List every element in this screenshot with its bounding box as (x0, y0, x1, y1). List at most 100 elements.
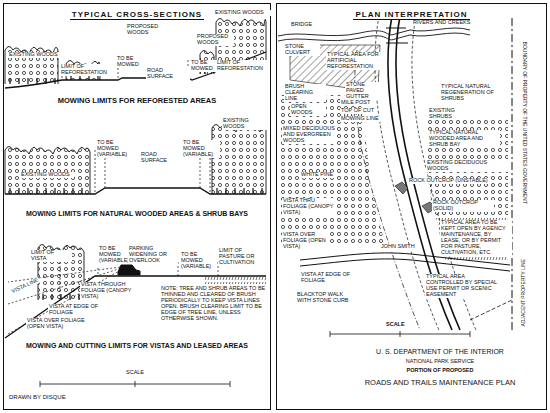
tree-mass (212, 125, 266, 195)
callout-label: ADJACENT PROPERTY LINE (521, 258, 526, 328)
woods-area (425, 120, 508, 215)
caption: SCALE (385, 322, 406, 328)
callout-label: MIXED DECIDUOUS AND EVERGREEN WOODS (282, 126, 336, 144)
callout-label: TOP OF CUT (340, 108, 375, 114)
tree-trunk (42, 294, 43, 300)
callout-label: JOHN SMITH (380, 244, 416, 250)
callout-label: OPEN WOODS (290, 104, 326, 116)
car-symbol (118, 265, 140, 275)
callout-label: LIMIT OF REFORESTATION (60, 64, 114, 76)
callout-label: TYPICAL AREA TO BE KEPT OPEN BY AGENCY M… (440, 220, 512, 256)
callout-label: TO BE MOWED (VARIABLE) (96, 140, 134, 158)
callout-label: STONE CULVERT (284, 44, 320, 56)
tree-trunk (261, 188, 262, 194)
callout-label: PARKING WIDENING OR OVERLOOK (128, 246, 178, 264)
pasture (205, 276, 266, 284)
callout-label: TYPICAL NATURAL WOODED AREA AND SHRUB BA… (428, 130, 500, 148)
tree-trunk (18, 78, 19, 84)
tree-trunk (27, 188, 28, 194)
callout-label: TO BE MOWED (VARIABLE) (180, 252, 216, 270)
vista-line (8, 266, 128, 334)
callout-label: EXISTING DECIDUOUS WOODS (426, 160, 508, 172)
callout-label: LIMIT OF VISTA (30, 250, 72, 262)
tree-trunk (63, 188, 64, 194)
rock-outcrop (395, 182, 436, 213)
callout-label: PROPOSED WOODS (126, 24, 164, 36)
callout-label: MOWING LINE (340, 116, 380, 122)
callout-label: BLACKTOP WALK WITH STONE CURB (296, 292, 354, 304)
tree-trunk (9, 78, 10, 84)
callout-label: U. S. DEPARTMENT OF THE INTERIOR (375, 348, 505, 356)
tree-trunk (243, 188, 244, 194)
caption: MOWING LIMITS FOR NATURAL WOODED AREAS &… (25, 210, 249, 218)
callout-label: EXISTING SHRUBS (428, 108, 470, 120)
callout-label: RIVERS AND CREEKS (412, 20, 471, 26)
callout-label: BRUSH CLEARING LINE (284, 84, 326, 102)
tree-trunk (72, 188, 73, 194)
callout-label: VISTA OVER FOLIAGE (OPEN VISTA) (26, 318, 92, 330)
callout-label: BOUNDARY OF PROPERTY OF THE UNITED STATE… (521, 41, 526, 205)
callout-label: DRAWN BY DISQUE (8, 394, 67, 400)
callout-label: VISTA OVER FOLIAGE (OPEN VISTA) (282, 232, 330, 250)
panel-heading: PLAN INTERPRETATION (353, 10, 469, 20)
callout-label: WHITE PINE (300, 172, 334, 178)
callout-label: TO BE MOWED (VARIABLE) (182, 140, 220, 158)
tree-trunk (27, 78, 28, 84)
tree-trunk (51, 294, 52, 300)
tree-mass (5, 147, 90, 195)
tree-trunk (252, 188, 253, 194)
callout-label: ROADS AND TRAILS MAINTENANCE PLAN (364, 379, 517, 387)
callout-label: TYPICAL AREA FOR ARTIFICIAL REFORESTATIO… (326, 52, 380, 70)
callout-label: PROPOSED WOODS (196, 34, 234, 46)
ground-line (5, 188, 266, 194)
woods-area (280, 95, 385, 245)
river (278, 33, 470, 41)
tree-trunk (81, 188, 82, 194)
callout-label: STONE PAVED GUTTER (345, 82, 385, 100)
callout-label: EXISTING WOODS (20, 172, 74, 178)
callout-label: TO BE MOWED (VARIABLE) (98, 246, 126, 264)
scale-line (330, 331, 470, 337)
river (278, 28, 470, 36)
panel-heading: TYPICAL CROSS-SECTIONS (70, 10, 204, 20)
callout-label: MILE POST (340, 100, 371, 106)
callout-label: VISTA LINE (10, 277, 41, 295)
side-road (300, 253, 510, 271)
tree-trunk (9, 188, 10, 194)
caption: MOWING AND CUTTING LIMITS FOR VISTAS AND… (25, 342, 249, 350)
callout-label: VISTA AT EDGE OF FOLIAGE (300, 272, 362, 284)
tree-trunk (45, 188, 46, 194)
tree-trunk (216, 188, 217, 194)
panel-heading-row: PLAN INTERPRETATION (277, 10, 546, 19)
tree-trunk (225, 188, 226, 194)
callout-label: VISTA AT EDGE OF FOLIAGE (48, 304, 120, 316)
tree-trunk (69, 294, 70, 300)
callout-label: TYPICAL NATURAL REGENERATION OF SHRUBS (440, 84, 506, 102)
callout-label: ROCK OUTCROP (UNSTABLE) (408, 178, 490, 184)
caption: PORTION OF PROPOSED (406, 368, 475, 374)
property-line (470, 300, 512, 320)
tree-trunk (18, 188, 19, 194)
bridge (386, 28, 408, 43)
callout-label: EXISTING WOODS (214, 10, 272, 16)
scale-line (40, 381, 230, 387)
callout-label: ROCK OUTCROP (SOLID) (432, 200, 494, 212)
callout-label: TO BE MOWED (116, 56, 146, 68)
tree-trunk (36, 188, 37, 194)
callout-label: VISTA THRU FOLIAGE (CANOPY VISTA) (282, 198, 336, 216)
caption: MOWING LIMITS FOR REFORESTED AREAS (57, 97, 217, 105)
callout-label: ROAD SURFACE (140, 152, 182, 164)
callout-label: NATIONAL PARK SERVICE (405, 359, 476, 365)
tree-trunk (36, 78, 37, 84)
callout-label: VISTA THROUGH FOLIAGE (CANOPY VISTA) (80, 282, 144, 300)
tree-trunk (54, 188, 55, 194)
callout-label: NOTE: TREE AND SHRUB AREAS TO BE THINNED… (160, 286, 268, 322)
callout-label: LIMIT OF PASTURE OR CULTIVATION (218, 248, 270, 266)
callout-label: LIMIT OF REFORESTATION (216, 60, 268, 72)
callout-label: SCALE (125, 370, 145, 376)
plan-map (278, 16, 512, 330)
callout-label: EXISTING WOODS (222, 118, 268, 130)
tree-trunk (234, 188, 235, 194)
callout-label: BRIDGE (290, 22, 313, 28)
boundary-line (512, 18, 513, 330)
